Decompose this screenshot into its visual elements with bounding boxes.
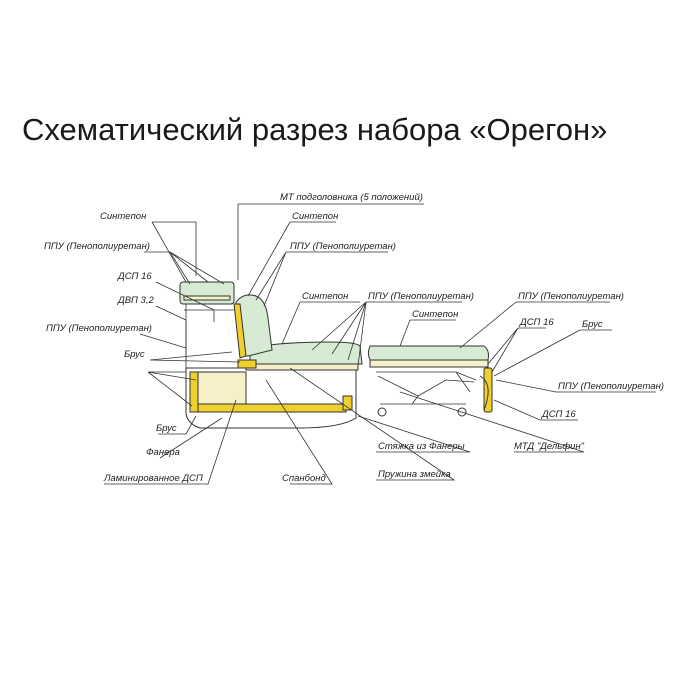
label-sintepon-3: Синтепон xyxy=(302,291,349,302)
seat-cushion xyxy=(249,341,363,365)
fanera-panel xyxy=(197,371,247,405)
label-dsp16-2: ДСП 16 xyxy=(519,317,554,328)
label-sintepon-2: Синтепон xyxy=(292,211,339,222)
label-ppu-5: ППУ (Пенополиуретан) xyxy=(518,291,624,302)
label-ppu-2: ППУ (Пенополиуретан) xyxy=(290,241,396,252)
ottoman-end-curve xyxy=(479,375,489,411)
headrest-block xyxy=(179,281,235,305)
label-sintepon-4: Синтепон xyxy=(412,309,459,320)
headrest-board xyxy=(183,295,231,301)
headrest-bracket xyxy=(184,304,234,360)
label-pruzhina: Пружина змейка xyxy=(378,469,451,480)
label-dsp16-3: ДСП 16 xyxy=(541,409,576,420)
delfin-mechanism xyxy=(376,371,477,405)
label-ppu-4: ППУ (Пенополиуретан) xyxy=(368,291,474,302)
label-dvp32: ДВП 3,2 xyxy=(117,295,154,306)
wheel-1 xyxy=(377,407,387,417)
label-lam-dsp: Ламинированное ДСП xyxy=(103,473,203,484)
back-frame-strip xyxy=(233,303,247,359)
label-styazhka: Стяжка из Фанеры xyxy=(378,441,465,452)
brus-bottom-rail xyxy=(195,403,347,413)
label-sintepon-1: Синтепон xyxy=(100,211,147,222)
label-fanera: Фанера xyxy=(146,447,180,458)
label-brus-1: Брус xyxy=(124,349,145,360)
label-ppu-3: ППУ (Пенополиуретан) xyxy=(46,323,152,334)
label-mt-headrest: МТ подголовника (5 положений) xyxy=(280,192,423,203)
label-dsp16-1: ДСП 16 xyxy=(117,271,152,282)
label-brus-3: Брус xyxy=(156,423,177,434)
diagram-title: Схематический разрез набора «Орегон» xyxy=(22,112,608,147)
brus-left-post xyxy=(189,371,199,413)
ottoman-dsp xyxy=(369,359,489,368)
label-mtd: МТД "Дельфин" xyxy=(514,441,585,452)
brus-right-post xyxy=(342,395,353,411)
label-brus-2: Брус xyxy=(582,319,603,330)
label-ppu-1: ППУ (Пенополиуретан) xyxy=(44,241,150,252)
leader-lines xyxy=(104,203,656,485)
label-spanbond: Спанбонд xyxy=(282,473,326,484)
back-cushion xyxy=(235,294,273,357)
seat-wedge xyxy=(237,359,257,369)
label-ppu-6: ППУ (Пенополиуретан) xyxy=(558,381,664,392)
